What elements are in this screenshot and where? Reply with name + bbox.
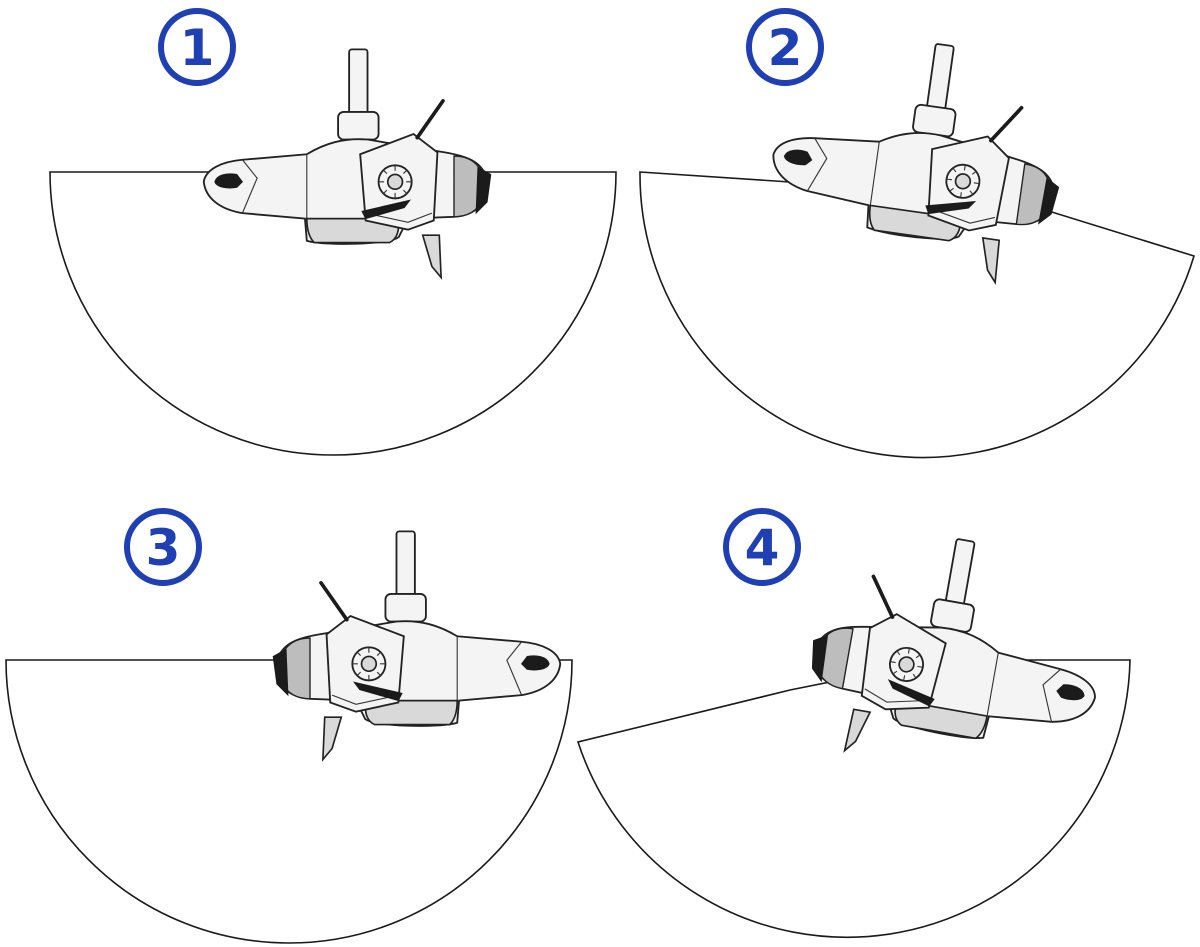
sonar-beam-4	[576, 659, 1131, 938]
panel-4: 4	[576, 508, 1131, 938]
panel-1: 1	[49, 8, 617, 456]
svg-text:2: 2	[768, 19, 803, 77]
panel-2: 2	[639, 8, 1195, 459]
sonar-beam-2	[639, 171, 1195, 459]
svg-text:3: 3	[146, 519, 181, 577]
svg-text:4: 4	[745, 519, 780, 577]
panel-3: 3	[5, 508, 573, 944]
badge-4: 4	[723, 508, 801, 586]
svg-text:1: 1	[180, 19, 215, 77]
badge-1: 1	[158, 8, 236, 86]
badge-3: 3	[124, 508, 202, 586]
sonar-beam-3	[5, 659, 573, 944]
badge-2: 2	[746, 8, 824, 86]
sonar-beam-1	[49, 171, 617, 456]
